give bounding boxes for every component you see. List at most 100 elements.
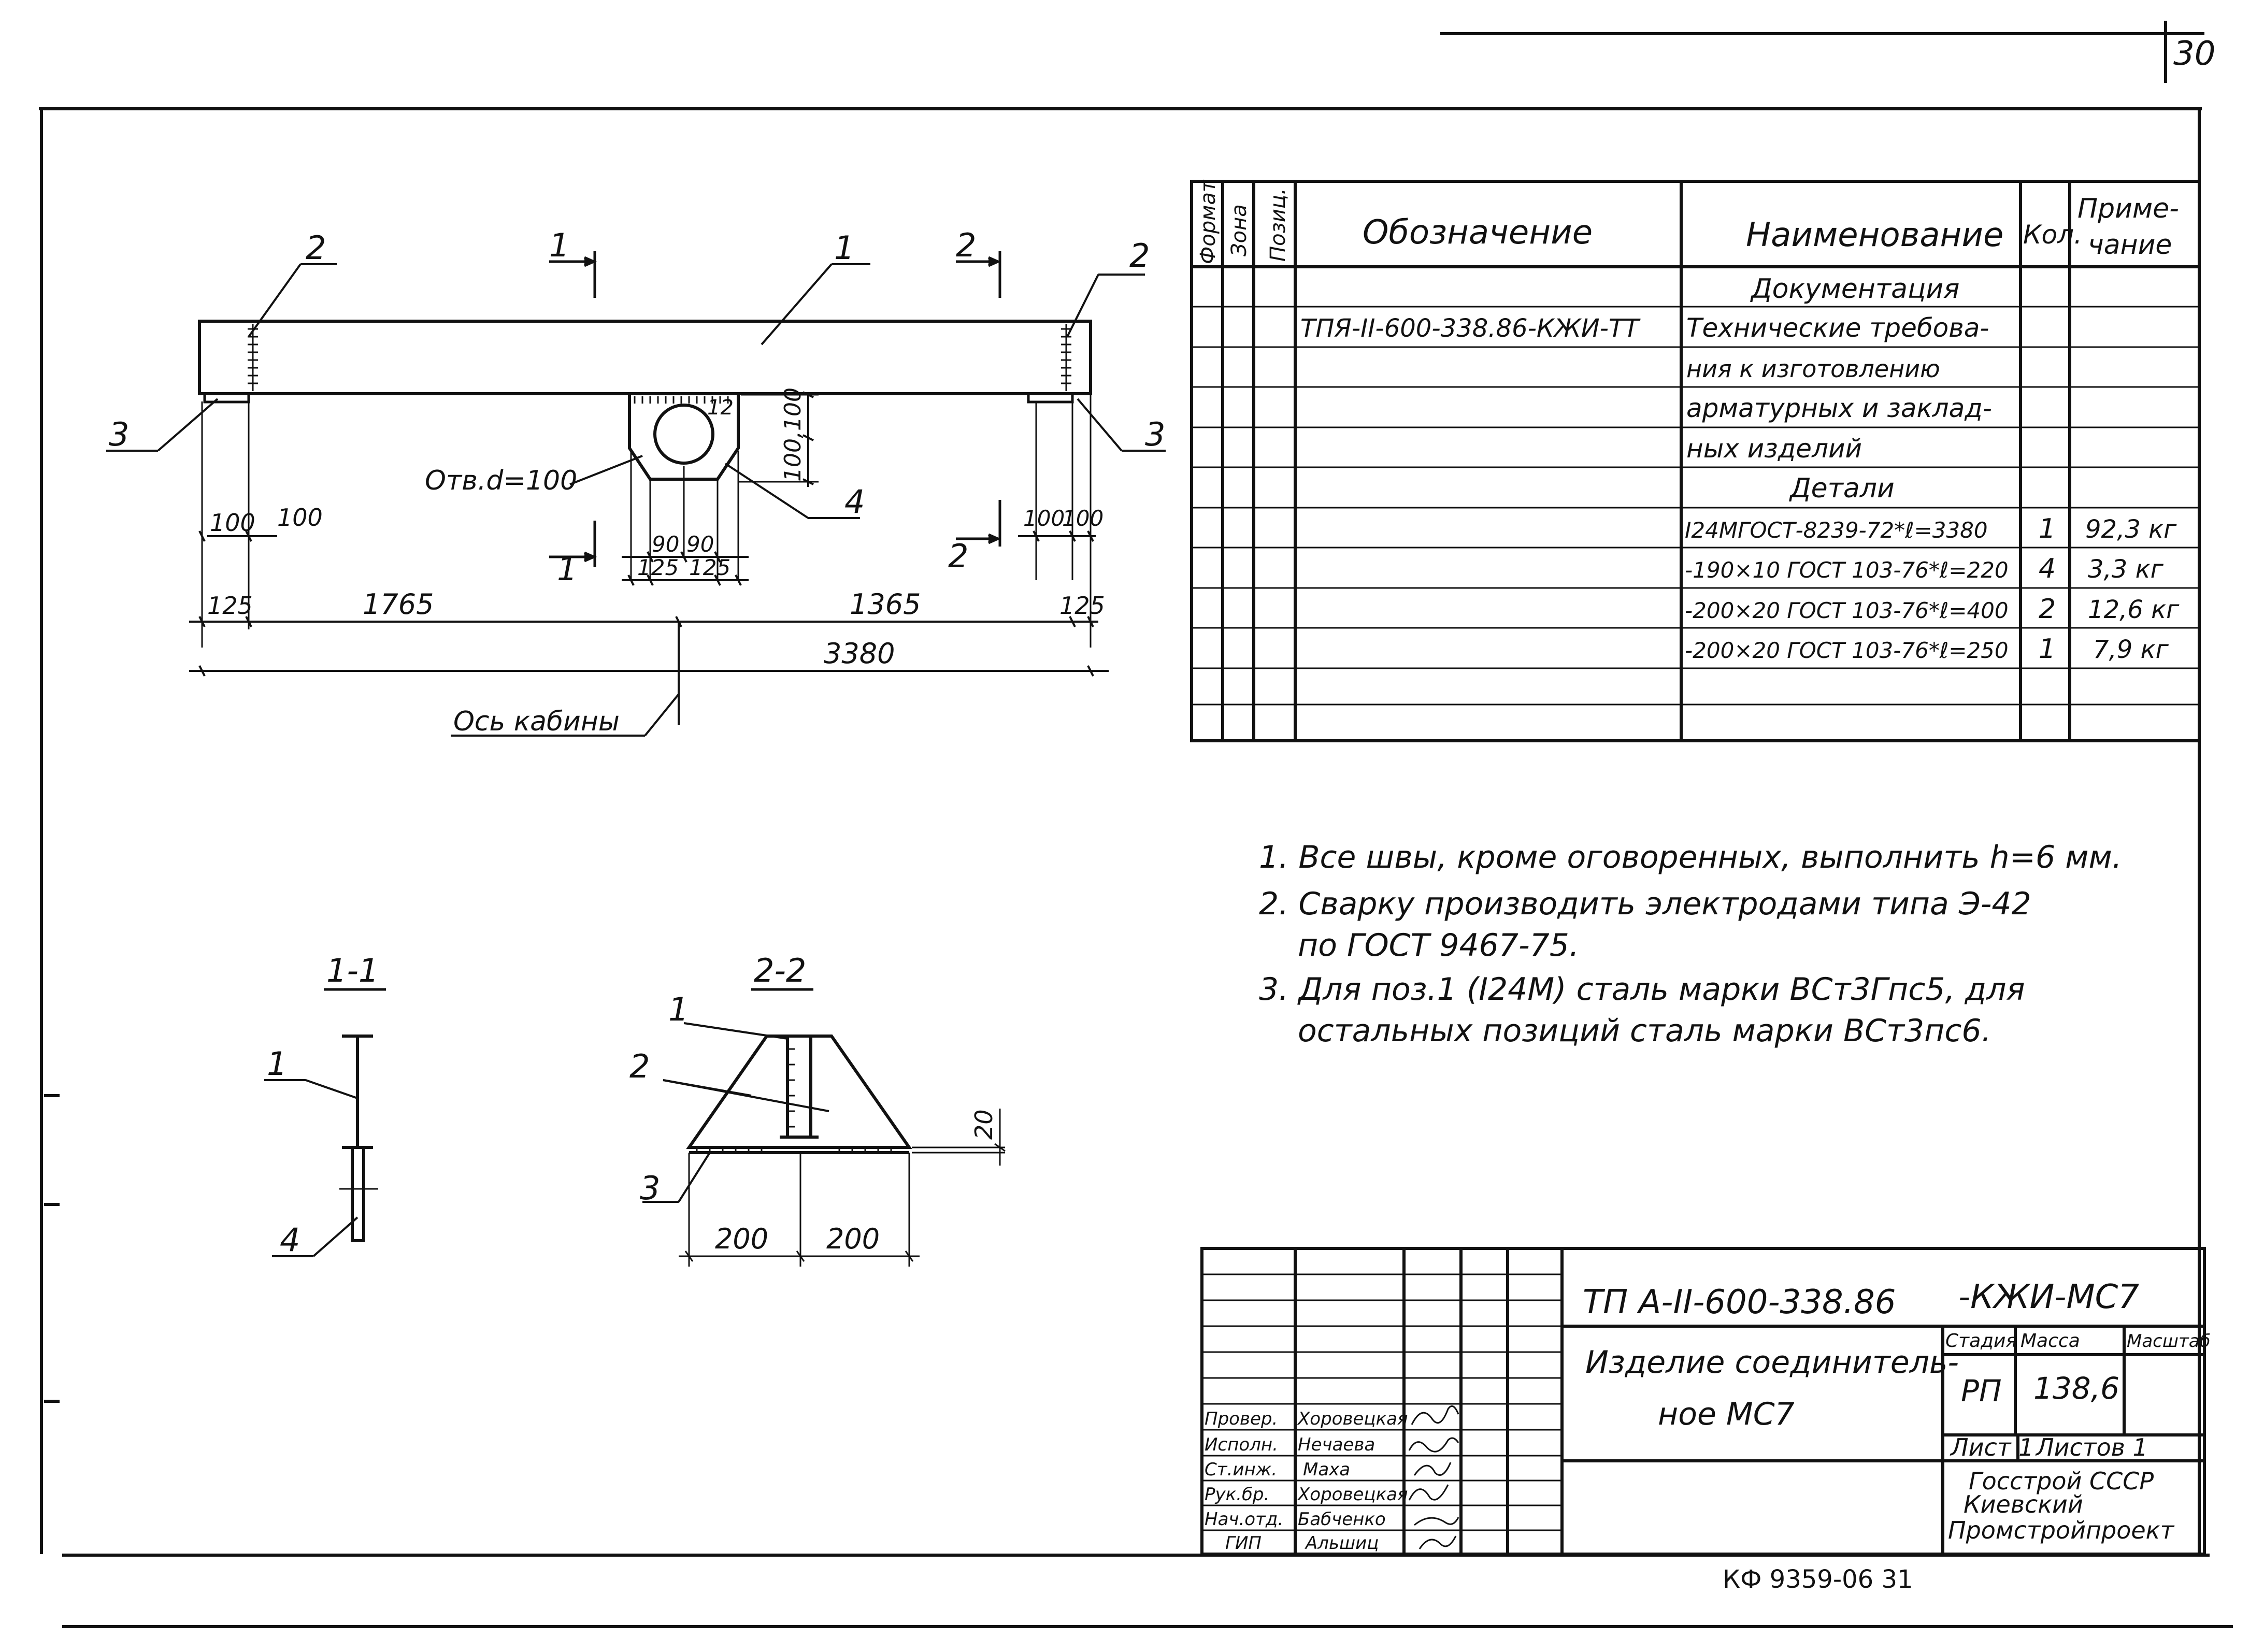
spec-header-note-1: Приме- bbox=[2077, 193, 2179, 224]
title-code: ТП А-II-600-338.86 bbox=[1583, 1283, 1896, 1321]
label-pos-4: 4 bbox=[844, 483, 865, 521]
section-1-1-profile bbox=[342, 1035, 373, 1242]
spec-row-8-name: -190×10 ГОСТ 103-76*ℓ=220 bbox=[1685, 557, 2009, 583]
name-senior-engineer: Маха bbox=[1303, 1459, 1350, 1480]
dim-100-b: 100 bbox=[277, 504, 323, 531]
note-2: 2. Сварку производить электродами типа Э… bbox=[1259, 886, 2031, 922]
dim-125-b: 125 bbox=[689, 555, 730, 580]
title-code-suffix: -КЖИ-МС7 bbox=[1958, 1278, 2139, 1316]
dim-90-b: 90 bbox=[686, 531, 714, 557]
spec-row-8-note: 3,3 кг bbox=[2088, 555, 2164, 584]
sheets-label: Листов 1 bbox=[2035, 1433, 2148, 1461]
spec-header-pos: Позиц. bbox=[1266, 188, 1290, 262]
section-1-1-title: 1-1 bbox=[326, 952, 379, 989]
spec-header-note-2: чание bbox=[2088, 229, 2172, 261]
label-pos-3-left: 3 bbox=[109, 415, 129, 453]
spec-row-10-note: 7,9 кг bbox=[2093, 635, 2169, 664]
dimension-lines bbox=[189, 391, 1109, 725]
note-3: 3. Для поз.1 (I24М) сталь марки ВСт3Гпс5… bbox=[1259, 971, 2025, 1008]
note-3-cont: остальных позиций сталь марки ВСт3пс6. bbox=[1298, 1013, 1991, 1049]
spec-row-10-qty: 1 bbox=[2039, 634, 2056, 665]
mass-label: Масса bbox=[2021, 1330, 2080, 1352]
general-notes: 1. Все швы, кроме оговоренных, выполнить… bbox=[1259, 839, 2122, 1049]
role-dept-head: Нач.отд. bbox=[1205, 1509, 1283, 1530]
end-weld-hatch bbox=[248, 324, 1071, 391]
end-plate-right bbox=[1027, 392, 1074, 404]
spec-header-designation: Обозначение bbox=[1363, 213, 1593, 252]
section-1-1-label-1: 1 bbox=[267, 1045, 287, 1083]
org-line-2: Киевский bbox=[1964, 1490, 2083, 1518]
label-pos-2-right: 2 bbox=[1129, 237, 1150, 275]
dim-1765: 1765 bbox=[363, 588, 434, 621]
name-checked: Хоровецкая bbox=[1297, 1409, 1408, 1429]
role-checked: Провер. bbox=[1205, 1409, 1278, 1429]
spec-header-zone: Зона bbox=[1227, 204, 1251, 256]
label-pos-1: 1 bbox=[834, 229, 854, 267]
name-team-lead: Хоровецкая bbox=[1297, 1484, 1408, 1505]
dim-100-d: 100 bbox=[1062, 506, 1104, 531]
spec-row-9-qty: 2 bbox=[2039, 594, 2056, 625]
label-section-2-top: 2 bbox=[956, 226, 976, 264]
section-2-2-label-3: 3 bbox=[640, 1169, 660, 1207]
section-markers bbox=[549, 251, 1001, 567]
spec-header-qty: Кол. bbox=[2023, 220, 2082, 250]
end-plate-left bbox=[203, 392, 250, 404]
name-dept-head: Бабченко bbox=[1298, 1509, 1386, 1530]
spec-row-7-note: 92,3 кг bbox=[2085, 515, 2177, 544]
label-pos-3-right: 3 bbox=[1145, 415, 1165, 453]
spec-row-1-name: Документация bbox=[1750, 274, 1959, 305]
dim-12: 12 bbox=[707, 396, 734, 420]
spec-row-4-name: арматурных и заклад- bbox=[1686, 393, 1992, 423]
stage-value: РП bbox=[1961, 1373, 2002, 1409]
role-team-lead: Рук.бр. bbox=[1205, 1484, 1269, 1505]
signatures bbox=[1408, 1405, 1459, 1549]
note-1: 1. Все швы, кроме оговоренных, выполнить… bbox=[1259, 839, 2122, 875]
section-2-2-dim-20: 20 bbox=[970, 1109, 998, 1140]
axis-label: Ось кабины bbox=[453, 706, 620, 737]
dim-125-left: 125 bbox=[207, 592, 253, 620]
bottom-code: КФ 9359-06 31 bbox=[1723, 1565, 1913, 1594]
section-2-2-weld-hatch bbox=[696, 1048, 892, 1153]
role-chief-engineer: ГИП bbox=[1225, 1533, 1262, 1554]
scale-label: Масштаб bbox=[2127, 1331, 2211, 1352]
title-block: ТП А-II-600-338.86 -КЖИ-МС7 Изделие соед… bbox=[1200, 1247, 2211, 1556]
spec-header-format: Формат bbox=[1196, 179, 1220, 264]
spec-header-name: Наименование bbox=[1746, 216, 2003, 254]
name-executed: Нечаева bbox=[1298, 1434, 1375, 1455]
specification-table: Формат Зона Позиц. Обозначение Наименова… bbox=[1190, 179, 2201, 742]
gusset-weld-hatch bbox=[634, 396, 729, 404]
section-1-1-label-4: 4 bbox=[280, 1221, 300, 1259]
section-2-2-leaders bbox=[642, 1022, 829, 1203]
dim-100-c: 100 bbox=[1023, 506, 1065, 531]
sheet-label: Лист 1 bbox=[1950, 1433, 2033, 1461]
label-section-2-bottom: 2 bbox=[948, 537, 968, 575]
label-section-1-bottom: 1 bbox=[557, 550, 577, 588]
dim-1365: 1365 bbox=[850, 588, 921, 621]
section-2-2-title: 2-2 bbox=[754, 952, 806, 989]
spec-row-9-note: 12,6 кг bbox=[2088, 595, 2180, 624]
section-2-2-dim-200-b: 200 bbox=[826, 1223, 880, 1255]
section-1-1-leaders bbox=[264, 1079, 359, 1257]
elevation-view: 2 1 1 2 2 3 3 Отв.d=100 4 1 2 12 100,100… bbox=[106, 226, 1166, 737]
title-line-1: Изделие соединитель- bbox=[1585, 1344, 1959, 1381]
spec-row-9-name: -200×20 ГОСТ 103-76*ℓ=400 bbox=[1685, 598, 2009, 623]
stage-label: Стадия bbox=[1945, 1330, 2017, 1352]
label-section-1-top: 1 bbox=[549, 226, 569, 264]
org-line-3: Промстройпроект bbox=[1948, 1516, 2174, 1544]
section-2-2-label-2: 2 bbox=[629, 1047, 650, 1085]
extension-lines bbox=[201, 394, 1092, 648]
spec-row-7-qty: 1 bbox=[2039, 513, 2056, 544]
dim-90-a: 90 bbox=[652, 531, 679, 557]
role-executed: Исполн. bbox=[1205, 1434, 1278, 1455]
spec-row-6-name: Детали bbox=[1789, 473, 1895, 504]
beam-i24 bbox=[198, 320, 1092, 395]
dim-100-a: 100 bbox=[210, 509, 255, 537]
dim-100-100-vertical: 100,100 bbox=[780, 387, 806, 482]
section-2-2-dim-200-a: 200 bbox=[715, 1223, 768, 1255]
sheet-number: 30 bbox=[2173, 35, 2215, 73]
role-senior-engineer: Ст.инж. bbox=[1205, 1459, 1277, 1480]
spec-row-2-designation: ТПЯ-II-600-338.86-КЖИ-ТТ bbox=[1300, 314, 1641, 343]
spec-row-7-name: I24МГОСТ-8239-72*ℓ=3380 bbox=[1685, 518, 1988, 543]
hole-d100 bbox=[653, 404, 714, 465]
